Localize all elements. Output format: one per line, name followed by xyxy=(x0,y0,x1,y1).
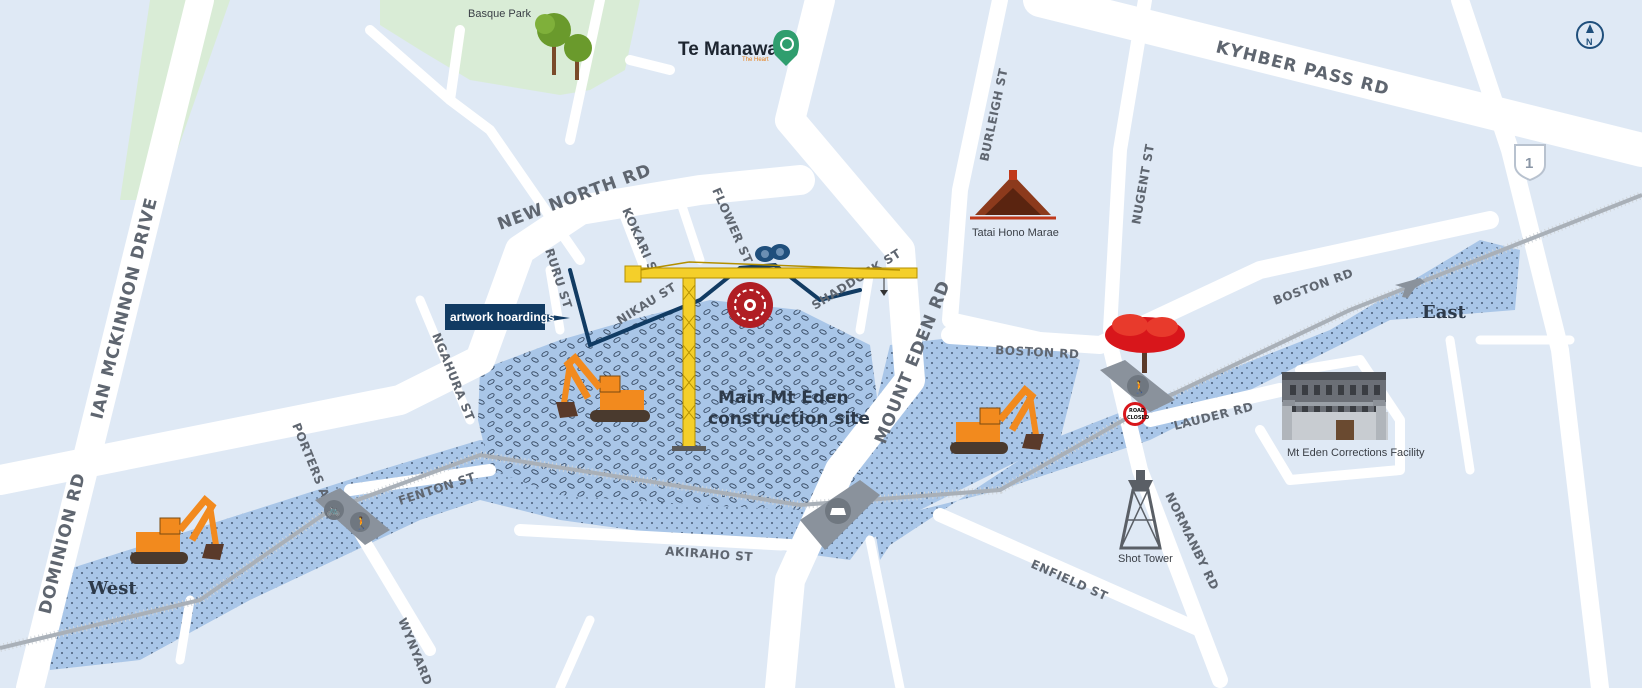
pohutukawa-tree-icon xyxy=(1105,314,1185,373)
north-letter: N xyxy=(1586,37,1593,47)
cycle-pedestrian-bridge: 🚲 🚶 xyxy=(315,488,390,545)
excavator-icon xyxy=(556,353,650,422)
rail-corridor-zone xyxy=(50,240,1520,670)
railway-line xyxy=(0,193,1642,650)
pedestrian-bridge-boston-rd: 🚶 xyxy=(1100,360,1175,412)
brand-subtitle: The Heart xyxy=(742,57,769,63)
label-corrections-facility: Mt Eden Corrections Facility xyxy=(1287,447,1425,459)
brand-name: Te Manawa xyxy=(678,39,778,60)
zone-label-east: East xyxy=(1422,302,1467,323)
bicycle-icon: 🚲 xyxy=(326,503,341,517)
zone-label-west: West xyxy=(87,578,137,599)
road-closed-sign-icon: ROAD CLOSED xyxy=(1123,402,1149,426)
tree-icon xyxy=(535,13,592,80)
brand-logo: Te Manawa The Heart xyxy=(678,30,799,66)
main-site-label-line1: Main Mt Eden xyxy=(718,388,849,408)
artwork-medallion-icon xyxy=(727,282,773,328)
artwork-hoardings-label: artwork hoardings xyxy=(450,310,555,324)
road-closed-text-line2: CLOSED xyxy=(1127,415,1149,421)
label-shot-tower: Shot Tower xyxy=(1118,553,1173,565)
pedestrian-icon: 🚶 xyxy=(1132,380,1147,394)
road-label-boston-west: BOSTON RD xyxy=(995,343,1080,361)
excavator-icon xyxy=(950,385,1044,454)
plane-icon xyxy=(1395,278,1425,298)
car-icon xyxy=(830,508,846,515)
road-label-akiraho: AKIRAHO ST xyxy=(665,544,754,564)
label-basque-park: Basque Park xyxy=(468,8,531,20)
north-arrow-icon: N xyxy=(1576,21,1604,49)
main-site-label-line2: construction site xyxy=(708,409,870,429)
binoculars-icon xyxy=(755,244,790,262)
pedestrian-icon: 🚶 xyxy=(354,516,369,530)
highway-number: 1 xyxy=(1525,155,1533,172)
tower-crane-icon xyxy=(624,261,918,451)
label-tatai-hono-marae: Tatai Hono Marae xyxy=(972,227,1059,239)
highway-shield-icon: 1 xyxy=(1514,144,1546,182)
marae-icon xyxy=(970,170,1056,220)
road-closed-text-line1: ROAD xyxy=(1129,408,1145,414)
road-bridge xyxy=(800,480,880,550)
heart-logo-icon xyxy=(773,30,799,66)
prison-building-icon xyxy=(1282,372,1388,440)
shot-tower-icon xyxy=(1119,470,1162,550)
main-site-zone xyxy=(478,300,880,510)
artwork-hoardings-callout: artwork hoardings xyxy=(445,304,570,330)
excavator-icon xyxy=(130,495,224,564)
